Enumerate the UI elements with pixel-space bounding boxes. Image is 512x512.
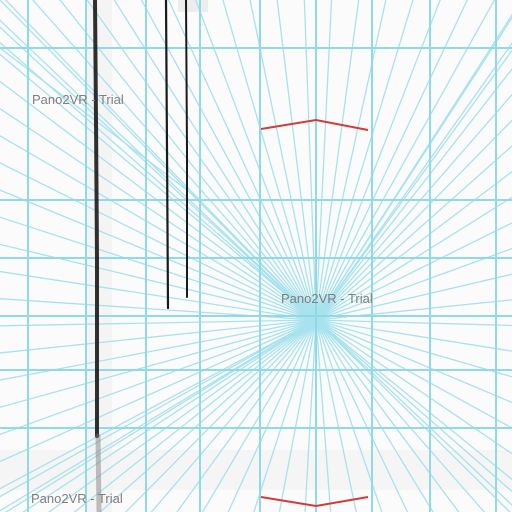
perspective-ray <box>303 0 317 321</box>
perspective-ray <box>315 16 512 321</box>
perspective-ray <box>0 319 317 408</box>
red-chevron-lower <box>260 496 369 508</box>
perspective-ray <box>278 319 317 512</box>
perspective-ray <box>315 145 512 321</box>
perspective-ray <box>315 0 441 321</box>
perspective-ray <box>315 319 512 404</box>
perspective-ray <box>124 319 317 512</box>
perspective-ray <box>167 0 317 321</box>
perspective-ray <box>315 319 511 512</box>
perspective-ray <box>86 0 317 321</box>
perspective-ray <box>176 319 317 512</box>
perspective-ray <box>315 319 434 512</box>
perspective-ray <box>315 319 409 512</box>
perspective-ray <box>315 319 512 506</box>
perspective-ray <box>315 319 332 512</box>
perspective-ray <box>315 319 512 455</box>
perspective-ray <box>315 67 512 321</box>
perspective-ray <box>315 319 512 493</box>
perspective-ray <box>0 216 317 321</box>
perspective-ray <box>0 319 317 327</box>
perspective-ray <box>315 319 460 512</box>
perspective-ray <box>0 80 317 321</box>
perspective-ray <box>0 270 317 321</box>
perspective-ray <box>315 222 512 321</box>
perspective-ray <box>315 319 512 481</box>
perspective-ray <box>315 42 512 321</box>
perspective-ray <box>0 26 317 321</box>
perspective-ray <box>304 319 317 512</box>
perspective-ray <box>0 41 317 321</box>
perspective-ray <box>4 319 317 512</box>
perspective-ray <box>0 162 317 321</box>
perspective-ray <box>47 319 317 512</box>
perspective-ray <box>315 319 383 512</box>
perspective-ray <box>315 319 512 378</box>
perspective-ray <box>31 0 317 321</box>
perspective-ray <box>0 243 317 321</box>
perspective-ray <box>0 53 317 321</box>
perspective-ray <box>0 189 317 321</box>
perspective-ray <box>276 0 317 321</box>
perspective-ray <box>315 273 512 321</box>
perspective-ray <box>73 319 317 512</box>
perspective-ray <box>0 0 317 321</box>
perspective-ray <box>315 319 357 512</box>
perspective-ray <box>315 196 512 321</box>
red-chevron-upper <box>260 118 369 131</box>
perspective-ray <box>227 319 317 512</box>
perspective-ray <box>201 319 317 512</box>
perspective-ray <box>113 0 317 321</box>
perspective-ray <box>315 49 512 321</box>
perspective-ray <box>0 319 317 354</box>
perspective-ray <box>315 319 512 429</box>
perspective-ray <box>0 319 317 463</box>
pencil-stroke-mid <box>164 0 170 310</box>
perspective-ray <box>0 319 317 436</box>
perspective-ray <box>22 319 317 512</box>
perspective-ray <box>315 0 333 321</box>
perspective-ray <box>4 0 317 321</box>
red-chevron-marks <box>260 118 369 508</box>
perspective-ray <box>0 319 317 381</box>
perspective-ray <box>0 319 317 490</box>
perspective-ray <box>315 319 486 512</box>
perspective-ray <box>315 319 512 327</box>
pencil-stroke-thick <box>93 0 99 438</box>
pencil-stroke-faint <box>95 433 102 512</box>
perspective-ray <box>315 247 512 321</box>
perspective-ray <box>315 0 387 321</box>
perspective-ray <box>0 319 317 498</box>
perspective-ray <box>315 0 360 321</box>
perspective-ray <box>315 170 512 321</box>
perspective-ray <box>222 0 317 321</box>
perspective-ray <box>195 0 317 321</box>
perspective-ray <box>315 0 496 321</box>
perspective-ray <box>150 319 317 512</box>
pencil-stroke-thin <box>185 0 188 298</box>
pencil-strokes <box>93 0 188 512</box>
perspective-ray <box>0 107 317 321</box>
perspective-ray <box>99 319 317 512</box>
perspective-ray <box>315 0 414 321</box>
perspective-ray <box>0 135 317 321</box>
perspective-ray <box>315 319 512 352</box>
perspective-ray <box>0 19 317 321</box>
perspective-ray <box>315 93 512 321</box>
perspective-ray <box>0 319 317 512</box>
perspective-ray <box>315 119 512 321</box>
perspective-ray <box>315 0 468 321</box>
